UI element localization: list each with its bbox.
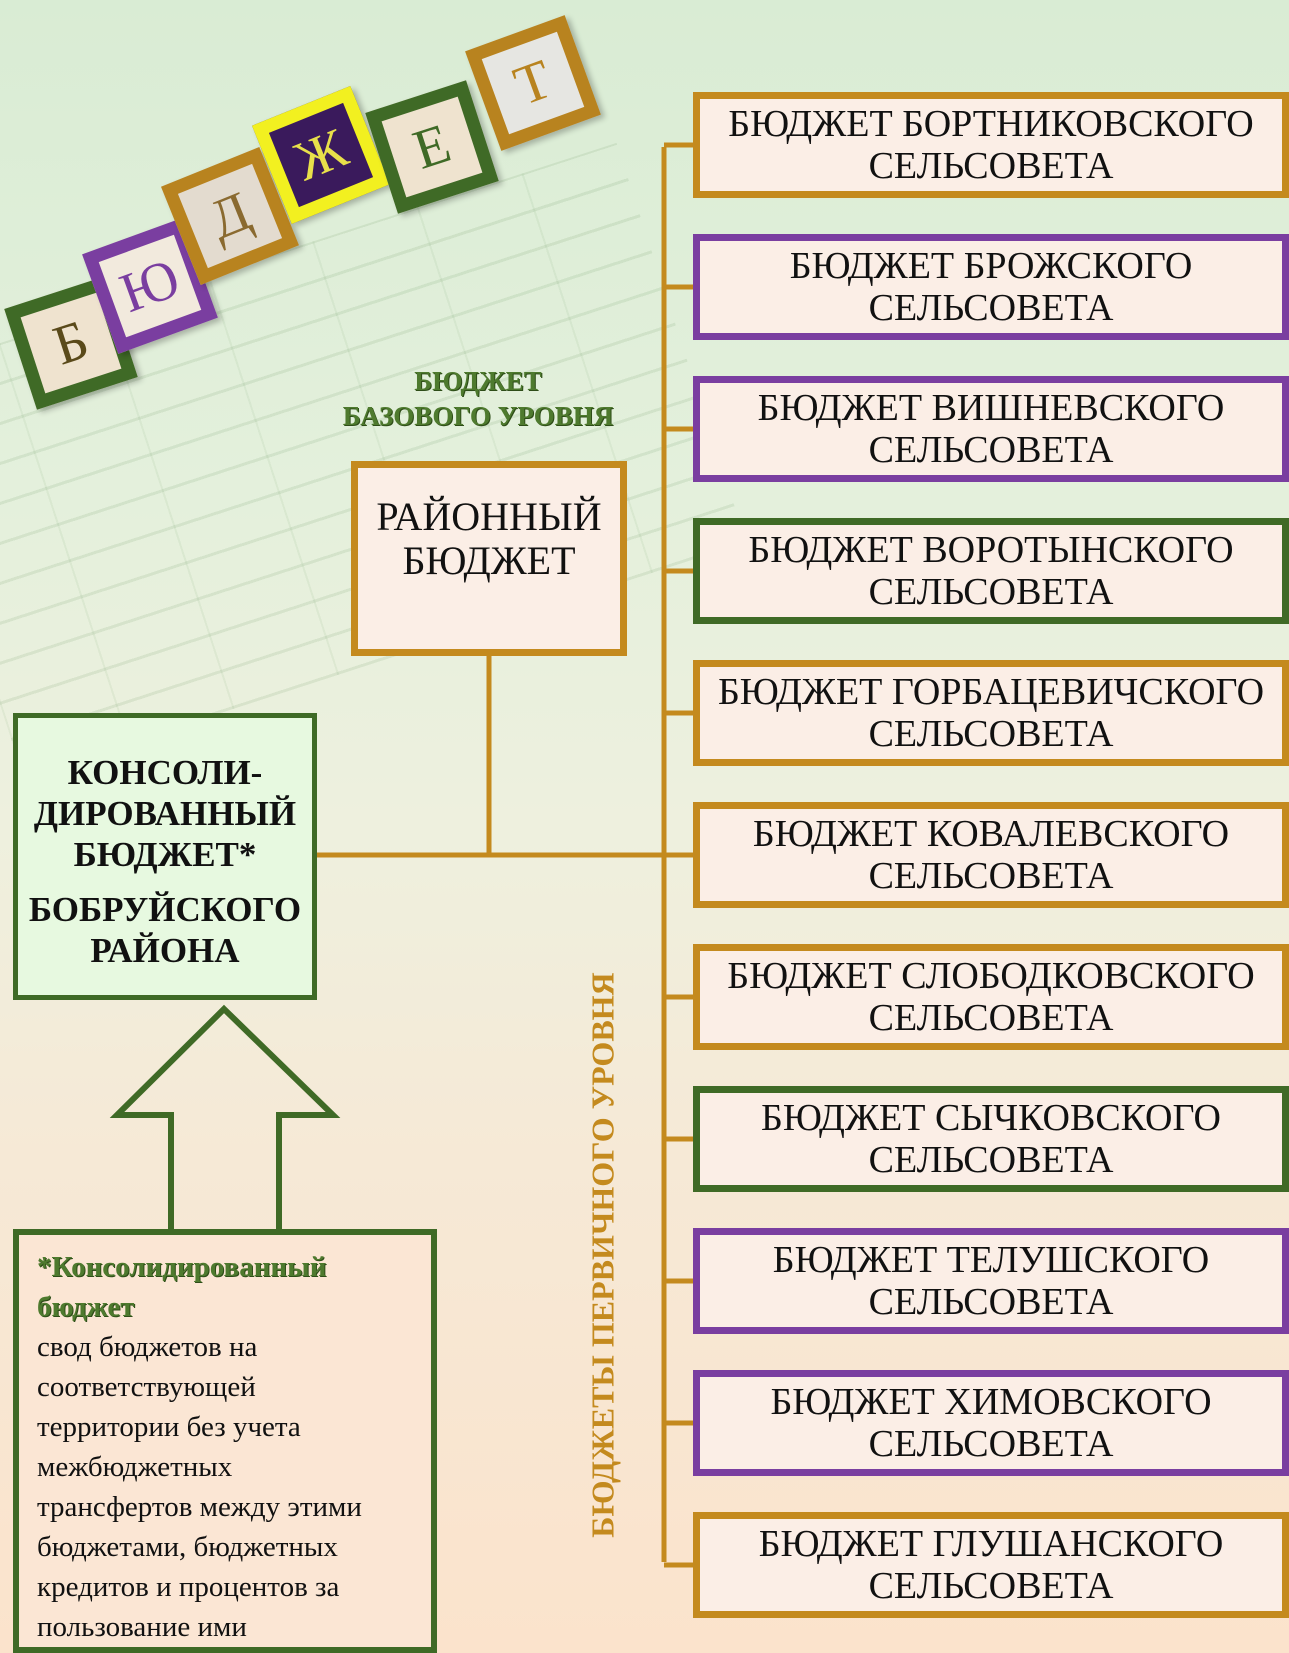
village-budget-suffix: СЕЛЬСОВЕТА (868, 855, 1114, 897)
footnote-line: территории без учета (37, 1411, 301, 1443)
village-budget-suffix: СЕЛЬСОВЕТА (868, 145, 1114, 187)
footnote-line: межбюджетных (37, 1451, 233, 1483)
village-budget-name: БЮДЖЕТ БРОЖСКОГО (789, 245, 1193, 287)
footnote-text: свод бюджетов на соответствующей территори… (37, 1327, 413, 1647)
footnote-line: бюджетами, бюджетных (37, 1531, 338, 1563)
footnote-box: *Консолидированный бюджет свод бюджетов … (13, 1229, 437, 1653)
village-budget-suffix: СЕЛЬСОВЕТА (868, 1565, 1114, 1607)
village-budget-name: БЮДЖЕТ ХИМОВСКОГО (770, 1381, 1212, 1423)
village-budget-name: БЮДЖЕТ ГЛУШАНСКОГО (758, 1523, 1224, 1565)
village-budget-suffix: СЕЛЬСОВЕТА (868, 713, 1114, 755)
footnote-line: пользование ими (37, 1611, 247, 1643)
village-budget-name: БЮДЖЕТ ВИШНЕВСКОГО (757, 387, 1225, 429)
village-budget-name: БЮДЖЕТ СЛОБОДКОВСКОГО (727, 955, 1255, 997)
village-budget-suffix: СЕЛЬСОВЕТА (868, 287, 1114, 329)
footnote-line: кредитов и процентов за (37, 1571, 340, 1603)
footnote-title: *Консолидированный бюджет (37, 1251, 327, 1323)
village-budget-suffix: СЕЛЬСОВЕТА (868, 1281, 1114, 1323)
village-budget-name: БЮДЖЕТ КОВАЛЕВСКОГО (752, 813, 1230, 855)
village-budget-suffix: СЕЛЬСОВЕТА (868, 1139, 1114, 1181)
village-budget-suffix: СЕЛЬСОВЕТА (868, 997, 1114, 1039)
village-budget-name: БЮДЖЕТ ТЕЛУШСКОГО (772, 1239, 1210, 1281)
village-budget-name: БЮДЖЕТ БОРТНИКОВСКОГО (728, 103, 1254, 145)
district-budget-box: РАЙОННЫЙ БЮДЖЕТ (351, 461, 627, 656)
consolidated-budget-box: КОНСОЛИ- ДИРОВАННЫЙ БЮДЖЕТ* БОБРУЙСКОГО … (13, 713, 317, 1000)
footnote-line: свод бюджетов на (37, 1331, 258, 1363)
village-budget-suffix: СЕЛЬСОВЕТА (868, 429, 1114, 471)
village-budget-suffix: СЕЛЬСОВЕТА (868, 571, 1114, 613)
footnote-line: трансфертов между этими (37, 1491, 362, 1523)
village-budget-name: БЮДЖЕТ ВОРОТЫНСКОГО (748, 529, 1234, 571)
up-arrow (109, 1004, 341, 1237)
base-level-label: БЮДЖЕТ БАЗОВОГО УРОВНЯ (342, 366, 614, 431)
village-budget-name: БЮДЖЕТ СЫЧКОВСКОГО (761, 1097, 1221, 1139)
footnote-line: соответствующей (37, 1371, 256, 1403)
village-budget-name: БЮДЖЕТ ГОРБАЦЕВИЧСКОГО (717, 671, 1265, 713)
village-budget-suffix: СЕЛЬСОВЕТА (868, 1423, 1114, 1465)
